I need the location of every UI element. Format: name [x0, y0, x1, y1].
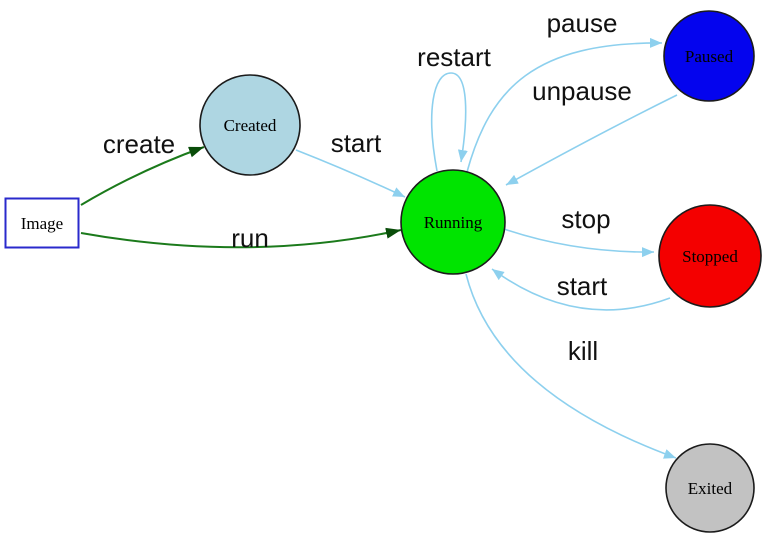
edge-unpause	[505, 94, 678, 186]
edge-label-run: run	[231, 223, 269, 253]
stopped-circle	[658, 204, 762, 308]
edge-labels-layer: create run start restart pause unpause s…	[103, 8, 632, 366]
running-circle	[400, 169, 506, 275]
edge-stop	[503, 228, 655, 258]
exited-circle	[665, 443, 755, 533]
running-node-label: Running	[424, 213, 483, 232]
created-circle	[199, 74, 301, 176]
edge-run	[80, 227, 402, 249]
edge-start-stopped-running	[491, 268, 671, 311]
paused-circle	[663, 10, 755, 102]
created-node-label: Created	[224, 116, 277, 135]
edge-kill	[465, 273, 677, 459]
edge-label-stop: stop	[561, 204, 610, 234]
edge-label-create: create	[103, 129, 175, 159]
paused-node-label: Paused	[685, 47, 734, 66]
edge-restart-self-loop	[431, 72, 468, 172]
edge-label-kill: kill	[568, 336, 598, 366]
node-created: Created	[199, 74, 301, 176]
stopped-node-label: Stopped	[682, 247, 738, 266]
edge-label-start-2: start	[557, 271, 608, 301]
edge-label-unpause: unpause	[532, 76, 632, 106]
edge-label-pause: pause	[547, 8, 618, 38]
nodes-layer: Image Created Running Paused Stopped Exi	[4, 10, 762, 533]
node-stopped: Stopped	[658, 204, 762, 308]
edge-label-start-1: start	[331, 128, 382, 158]
node-paused: Paused	[663, 10, 755, 102]
exited-node-label: Exited	[688, 479, 733, 498]
edge-pause	[466, 37, 663, 173]
edge-create	[80, 146, 205, 206]
node-running: Running	[400, 169, 506, 275]
image-node-label: Image	[21, 214, 63, 233]
edges-layer	[80, 37, 678, 459]
image-rect-shape	[4, 197, 80, 249]
node-image: Image	[4, 197, 80, 249]
node-exited: Exited	[665, 443, 755, 533]
edge-start-created-running	[295, 149, 406, 198]
edge-label-restart: restart	[417, 42, 491, 72]
